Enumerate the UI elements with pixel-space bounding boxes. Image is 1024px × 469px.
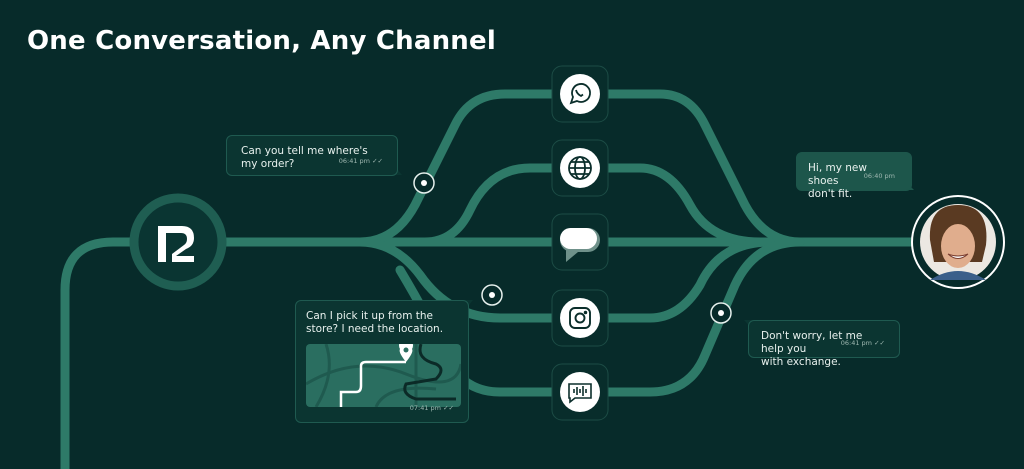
main-track (60, 237, 917, 469)
globe-icon (568, 156, 592, 180)
whatsapp-icon (569, 83, 591, 105)
message-text: Hi, my new shoes don't fit. (808, 162, 867, 200)
r2-logo-icon (129, 193, 227, 291)
junction-dot (710, 302, 732, 324)
junction-dot (481, 284, 503, 306)
location-pin-icon (399, 344, 413, 362)
junction-dot (413, 172, 435, 194)
message-time: 07:41 pm ✓✓ (409, 404, 454, 412)
page-title: One Conversation, Any Channel (27, 26, 496, 56)
message-bubble-customer: Hi, my new shoes don't fit. 06:40 pm (796, 152, 912, 200)
map-attachment[interactable] (306, 344, 461, 407)
channel-web[interactable] (551, 139, 609, 197)
channel-instagram[interactable] (551, 289, 609, 347)
double-check-icon: ✓✓ (874, 339, 885, 347)
message-text: Can you tell me where's my order? (241, 145, 368, 170)
message-text: Don't worry, let me help you with exchan… (761, 330, 863, 368)
message-time: 06:41 pm ✓✓ (840, 339, 885, 347)
double-check-icon: ✓✓ (443, 404, 454, 412)
message-text: Can I pick it up from the store? I need … (306, 310, 444, 335)
message-bubble-agent: Don't worry, let me help you with exchan… (748, 320, 900, 368)
track-web (420, 163, 765, 247)
channel-whatsapp[interactable] (551, 65, 609, 123)
customer-avatar (911, 195, 1005, 289)
message-bubble-order: Can you tell me where's my order? 06:41 … (226, 135, 398, 176)
track-whatsapp (355, 89, 805, 247)
message-time: 06:41 pm ✓✓ (338, 157, 383, 165)
voice-message-icon (568, 383, 592, 404)
channel-sms[interactable] (551, 213, 609, 271)
channel-voice[interactable] (551, 363, 609, 421)
message-bubble-pickup: Can I pick it up from the store? I need … (295, 300, 469, 423)
instagram-icon (569, 307, 591, 329)
message-time: 06:40 pm (863, 172, 895, 180)
message-bubble-icon (560, 228, 600, 262)
double-check-icon: ✓✓ (372, 157, 383, 165)
